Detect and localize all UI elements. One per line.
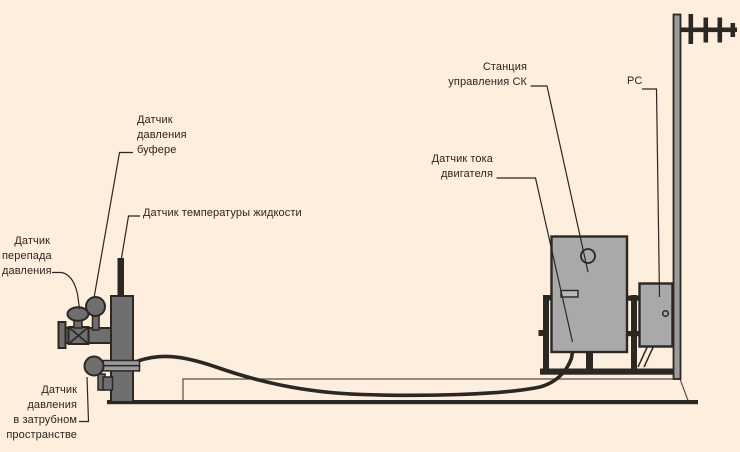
label-line: Станция: [482, 61, 527, 73]
label-line: Датчик: [14, 235, 50, 247]
radio-box-knob: [661, 309, 670, 318]
label-line: двигателя: [441, 168, 493, 180]
label-line: давления: [27, 399, 77, 411]
leader-liquid-temperature: [120, 215, 140, 259]
label-line: давления: [2, 265, 52, 277]
wellhead-body: [110, 295, 134, 403]
leader-radio: [642, 88, 661, 298]
label-line: Датчик тока: [431, 153, 493, 165]
annulus-pressure-gauge: [83, 355, 105, 377]
label-line: буфере: [137, 144, 177, 156]
label-line: РС: [627, 75, 643, 87]
annulus-gauge-block: [102, 376, 114, 391]
label-line: в затрубном: [13, 414, 77, 426]
leader-differential-pressure: [52, 271, 81, 310]
temperature-probe-rod: [117, 258, 124, 299]
frame-right-top-rail: [627, 295, 640, 301]
label-line: пространстве: [6, 429, 77, 441]
station-leg: [586, 352, 593, 369]
leader-motor-current: [496, 177, 574, 343]
buffer-pressure-gauge: [85, 296, 106, 317]
pipe-flange: [57, 321, 67, 349]
frame-right-mid-rail: [627, 331, 640, 337]
leader-annulus-pressure: [79, 376, 90, 423]
label-motor-current: Датчик тока двигателя: [400, 152, 493, 182]
label-radio: РС: [627, 74, 642, 89]
label-line: перепада: [2, 250, 52, 262]
gate-valve-cross: [67, 326, 90, 345]
antenna-element-3: [717, 17, 723, 43]
leader-buffer-pressure: [93, 151, 133, 299]
frame-bottom-rail: [540, 368, 673, 375]
frame-left-post: [543, 295, 549, 371]
signal-cable: [136, 350, 575, 398]
label-line: Датчик: [137, 114, 173, 126]
label-line: давления: [137, 129, 187, 141]
ground-line: [107, 400, 698, 405]
antenna-boom: [681, 27, 737, 33]
valve-handwheel: [66, 306, 90, 322]
label-control-station: Станция управления СК: [430, 60, 527, 90]
label-annulus-pressure: Датчик давления в затрубном пространстве: [0, 383, 77, 443]
label-line: управления СК: [448, 76, 527, 88]
wellhead-flange-upper: [102, 359, 141, 367]
station-indicator-circle: [580, 248, 596, 264]
label-differential-pressure: Датчик перепада давления: [2, 234, 52, 279]
label-line: Датчик температуры жидкости: [143, 207, 302, 219]
antenna-element-1: [688, 14, 694, 44]
leader-control-station: [530, 85, 589, 273]
station-slot: [560, 289, 579, 298]
frame-left-stub: [538, 330, 544, 336]
antenna-mast: [672, 13, 682, 380]
concrete-platform: [182, 378, 689, 401]
antenna-element-2: [703, 17, 709, 43]
label-line: Датчик: [41, 384, 77, 396]
antenna-element-4: [730, 23, 736, 37]
frame-top-left-rail: [543, 295, 552, 301]
label-buffer-pressure: Датчик давления буфере: [137, 113, 187, 158]
wellhead-flange-lower: [102, 364, 141, 372]
label-liquid-temperature: Датчик температуры жидкости: [143, 206, 302, 221]
